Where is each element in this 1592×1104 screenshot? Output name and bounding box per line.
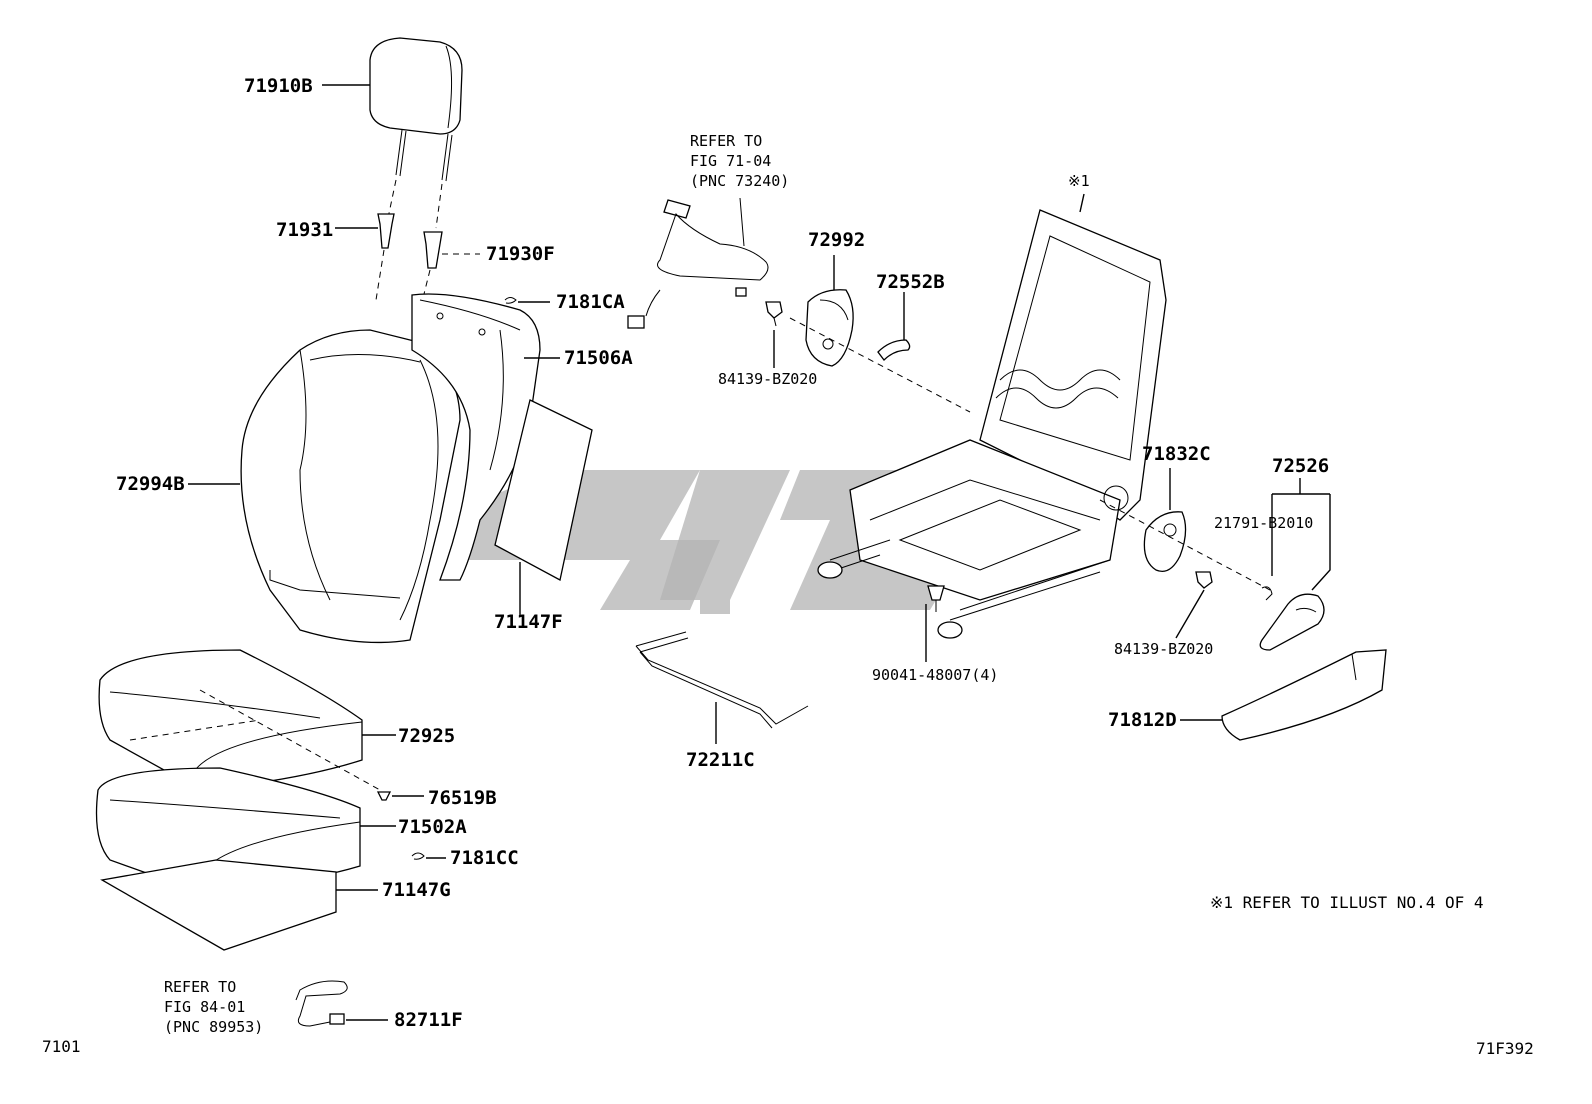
refer-top-line1: REFER TO	[690, 132, 762, 150]
label-84139-bottom: 84139-BZ020	[1114, 640, 1213, 658]
refer-top-line2: FIG 71-04	[690, 152, 771, 170]
seat-frame	[817, 209, 1167, 639]
label-72526: 72526	[1272, 455, 1329, 477]
label-72994B: 72994B	[116, 473, 185, 495]
label-84139-top: 84139-BZ020	[718, 370, 817, 388]
bolt-90041	[927, 585, 945, 612]
label-72552B: 72552B	[876, 271, 945, 293]
label-7181CC: 7181CC	[450, 847, 519, 869]
trim-clip-72552B	[877, 339, 911, 361]
label-71930F: 71930F	[486, 243, 555, 265]
label-71910B: 71910B	[244, 75, 313, 97]
bolt-84139-top	[765, 301, 783, 327]
label-90041: 90041-48007(4)	[872, 666, 998, 684]
label-71832C: 71832C	[1142, 443, 1211, 465]
seatback-pad-71506A	[411, 293, 541, 581]
wire-harness-bottom	[295, 980, 348, 1027]
footnote: ※1 REFER TO ILLUST NO.4 OF 4	[1210, 893, 1484, 912]
seat-cushion-cover-72925	[98, 649, 381, 791]
label-71147F: 71147F	[494, 611, 563, 633]
seatback-cover-72994B	[240, 329, 461, 644]
refer-bottom-line3: (PNC 89953)	[164, 1018, 263, 1036]
label-7181CA: 7181CA	[556, 291, 625, 313]
refer-bottom-line2: FIG 84-01	[164, 998, 245, 1016]
label-71147G: 71147G	[382, 879, 451, 901]
seat-cushion-pad-71502A	[95, 767, 361, 893]
headrest-guide-71931	[375, 213, 395, 301]
label-72992: 72992	[808, 229, 865, 251]
wire-72211C	[635, 631, 809, 729]
corner-code-right: 71F392	[1476, 1039, 1534, 1058]
label-72211C: 72211C	[686, 749, 755, 771]
buckle-harness	[627, 197, 769, 329]
label-21791: 21791-B2010	[1214, 514, 1313, 532]
clip-21791	[1261, 586, 1273, 601]
recliner-cover-72992	[805, 289, 854, 367]
clip-7181CC	[411, 852, 425, 860]
label-71502A: 71502A	[398, 816, 467, 838]
side-shield-71812D	[1221, 649, 1387, 741]
corner-code-left: 7101	[42, 1037, 81, 1056]
seatback-board-71147F	[494, 399, 593, 615]
refer-top-line3: (PNC 73240)	[690, 172, 789, 190]
label-71812D: 71812D	[1108, 709, 1177, 731]
cushion-board-71147G	[100, 859, 337, 951]
label-71506A: 71506A	[564, 347, 633, 369]
recliner-cover-71832C	[1143, 511, 1187, 573]
label-76519B: 76519B	[428, 787, 497, 809]
label-71931: 71931	[276, 219, 333, 241]
clip-76519B	[376, 791, 392, 801]
bolt-84139-bottom	[1195, 571, 1213, 589]
recliner-knob-72526	[1259, 593, 1325, 651]
label-82711F: 82711F	[394, 1009, 463, 1031]
refer-bottom-line1: REFER TO	[164, 978, 236, 996]
clip-7181CA	[504, 297, 517, 304]
label-72925: 72925	[398, 725, 455, 747]
label-star1: ※1	[1068, 172, 1090, 190]
headrest	[369, 37, 463, 229]
